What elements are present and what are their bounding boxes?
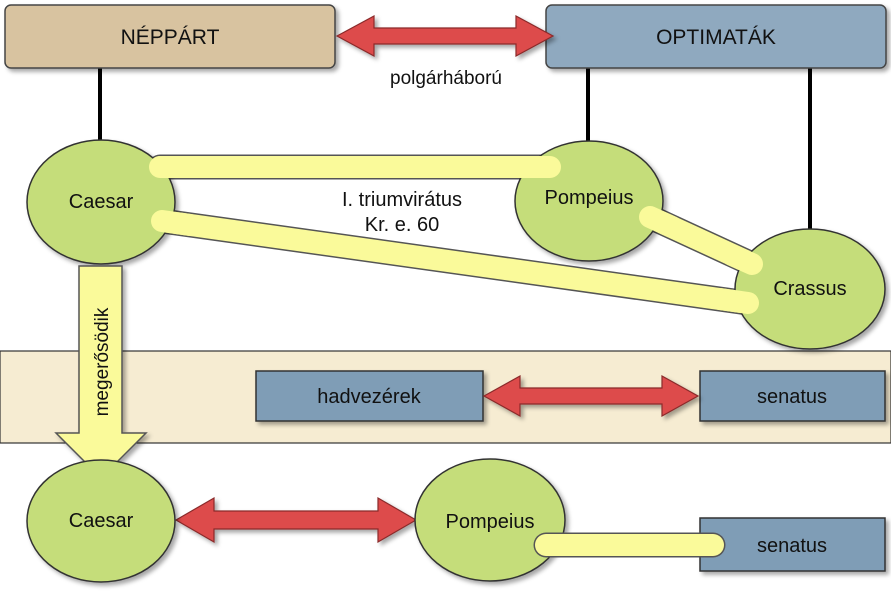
bottom-caesar-circle bbox=[26, 459, 176, 583]
populares-box bbox=[4, 4, 336, 69]
populares-label: NÉPPÁRT bbox=[121, 26, 220, 49]
strengthen-arrow bbox=[54, 265, 148, 480]
bottom-pompeius-label: Pompeius bbox=[446, 511, 535, 533]
bottom-caesar-label: Caesar bbox=[69, 510, 134, 532]
crassus-label: Crassus bbox=[773, 278, 846, 300]
band-senate-label: senatus bbox=[757, 386, 827, 408]
strengthen-label: megerősödik bbox=[92, 307, 113, 416]
bottom-senate-label: senatus bbox=[757, 535, 827, 557]
caesar-circle bbox=[26, 139, 176, 265]
link-cap-3 bbox=[151, 210, 201, 236]
triumvirate-label-2: Kr. e. 60 bbox=[365, 214, 440, 236]
optimates-label: OPTIMATÁK bbox=[656, 26, 776, 49]
generals-senate-arrow bbox=[482, 374, 700, 418]
link-cap-5 bbox=[639, 206, 683, 238]
band-senate-box bbox=[699, 370, 886, 422]
link-caesar-crassus-fill bbox=[151, 210, 759, 314]
link-cap-4 bbox=[709, 288, 759, 314]
triumvirate-label-1: I. triumvirátus bbox=[342, 189, 462, 211]
generals-box bbox=[255, 370, 484, 422]
generals-label: hadvezérek bbox=[317, 386, 421, 408]
crassus-circle bbox=[734, 228, 886, 350]
civil-war-arrow bbox=[335, 14, 555, 58]
caesar-label: Caesar bbox=[69, 191, 134, 213]
link-cap-6 bbox=[721, 244, 763, 275]
bottom-senate-box bbox=[699, 517, 886, 572]
caesar-pompeius-arrow bbox=[174, 496, 418, 544]
pompeius-label: Pompeius bbox=[545, 187, 634, 209]
civil-war-label: polgárháború bbox=[390, 68, 502, 89]
bottom-pompeius-circle bbox=[414, 458, 566, 582]
